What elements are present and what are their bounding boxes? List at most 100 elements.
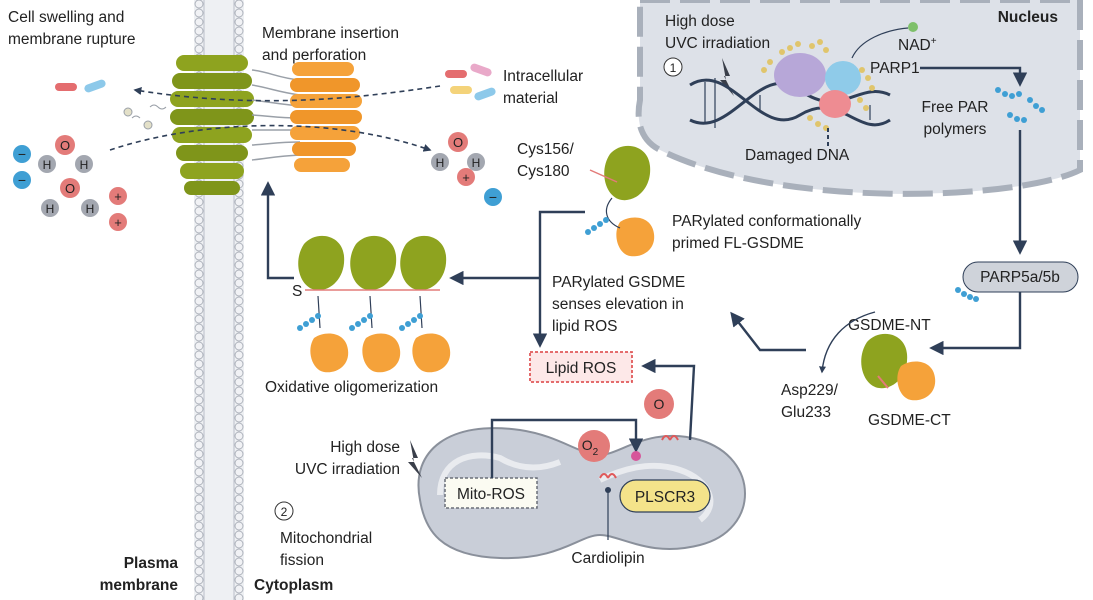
lipid-head <box>194 422 204 432</box>
svg-text:Mito-ROS: Mito-ROS <box>457 486 525 503</box>
lipid-head <box>194 548 204 558</box>
lipid-head <box>234 548 244 558</box>
gsdme-ct-label: GSDME-CT <box>868 412 951 429</box>
lipid-head <box>234 566 244 576</box>
lipid-head <box>234 251 244 261</box>
lipid-head <box>234 494 244 504</box>
arrow-primed-to-lipid-ros <box>532 210 585 348</box>
lipid-head <box>194 350 204 360</box>
lipid-head <box>234 305 244 315</box>
lipid-head <box>194 233 204 243</box>
par-chain <box>955 287 979 302</box>
lipid-head <box>234 314 244 324</box>
svg-text:−: − <box>18 172 26 188</box>
negative-ion: − <box>484 188 502 206</box>
s-label: S <box>292 283 302 300</box>
lipid-head <box>194 359 204 369</box>
lipid-head <box>194 44 204 54</box>
nucleus-label: Nucleus <box>998 9 1058 26</box>
mitochondrion <box>417 427 746 560</box>
water-molecule: O H H <box>38 135 93 173</box>
cleavage-site <box>877 375 889 389</box>
lipid-head <box>194 314 204 324</box>
svg-text:O: O <box>65 181 75 196</box>
step-1-marker: 1 <box>663 57 683 77</box>
lipid-head <box>234 233 244 243</box>
gsdme-nt-label: GSDME-NT <box>848 317 931 334</box>
lipid-head <box>234 593 244 600</box>
svg-text:H: H <box>46 202 55 216</box>
lipid-head <box>194 395 204 405</box>
mito-ros-badge: Mito-ROS <box>444 477 538 509</box>
svg-text:H: H <box>436 156 445 170</box>
water-molecule: O H H <box>41 178 99 217</box>
lipid-head <box>234 260 244 270</box>
svg-text:O: O <box>453 135 463 150</box>
lipid-head <box>194 575 204 585</box>
lipid-head <box>234 332 244 342</box>
lipid-head <box>234 521 244 531</box>
nad-label: NAD+ <box>898 36 937 54</box>
gsdme-pore-right <box>290 62 362 172</box>
lipid-head <box>234 197 244 207</box>
plscr3-badge: PLSCR3 <box>619 479 711 513</box>
lipid-head <box>194 17 204 27</box>
lipid-head <box>234 377 244 387</box>
cys-site-marker <box>589 169 618 183</box>
arrow-to-lipid-ros <box>641 358 696 441</box>
lipid-head <box>234 422 244 432</box>
negative-ion: − <box>13 171 31 189</box>
lipid-ros-badge: Lipid ROS <box>529 351 633 383</box>
svg-text:H: H <box>43 158 52 172</box>
svg-text:PARP5a/5b: PARP5a/5b <box>980 269 1060 286</box>
lipid-head <box>194 332 204 342</box>
nad-leader <box>851 27 909 59</box>
lipid-head <box>194 521 204 531</box>
water-molecule: O H H <box>431 132 485 171</box>
lipid-head <box>194 296 204 306</box>
lipid-head <box>234 557 244 567</box>
svg-text:Lipid ROS: Lipid ROS <box>546 360 617 377</box>
lipid-head <box>194 224 204 234</box>
lipid-head <box>234 224 244 234</box>
lipid-head <box>234 503 244 513</box>
lipid-head <box>194 386 204 396</box>
lipid-head <box>194 584 204 594</box>
lipid-head <box>194 8 204 18</box>
lipid-head <box>234 35 244 45</box>
step-2-marker: 2 <box>274 501 294 521</box>
lipid-head <box>194 206 204 216</box>
arrow-parp5-to-gsdme <box>929 292 1022 356</box>
lipid-head <box>234 440 244 450</box>
lipid-head <box>234 404 244 414</box>
lipid-debris <box>123 104 167 130</box>
efflux-path <box>133 85 441 102</box>
lipid-head <box>194 467 204 477</box>
arrow-to-senses <box>730 311 806 352</box>
arrow-mito-ros-up <box>490 418 644 478</box>
lipid-head <box>194 413 204 423</box>
lipid-head <box>234 449 244 459</box>
intracellular-material-pills <box>55 63 496 101</box>
lipid-head <box>234 413 244 423</box>
lipid-head <box>194 197 204 207</box>
lipid-head <box>234 359 244 369</box>
lipid-head <box>194 35 204 45</box>
lipid-head <box>234 386 244 396</box>
lipid-head <box>234 539 244 549</box>
gsdme-pore-left <box>170 55 254 195</box>
gsdme-oligomer <box>297 235 451 373</box>
cytoplasm-label: Cytoplasm <box>254 577 333 594</box>
parp5-badge: PARP5a/5b <box>962 261 1079 293</box>
influx-path <box>109 124 432 152</box>
lipid-head <box>234 512 244 522</box>
lipid-head <box>234 575 244 585</box>
cardiolipin-cluster <box>599 435 679 479</box>
svg-text:O2: O2 <box>582 437 599 458</box>
negative-ion: − <box>13 145 31 163</box>
